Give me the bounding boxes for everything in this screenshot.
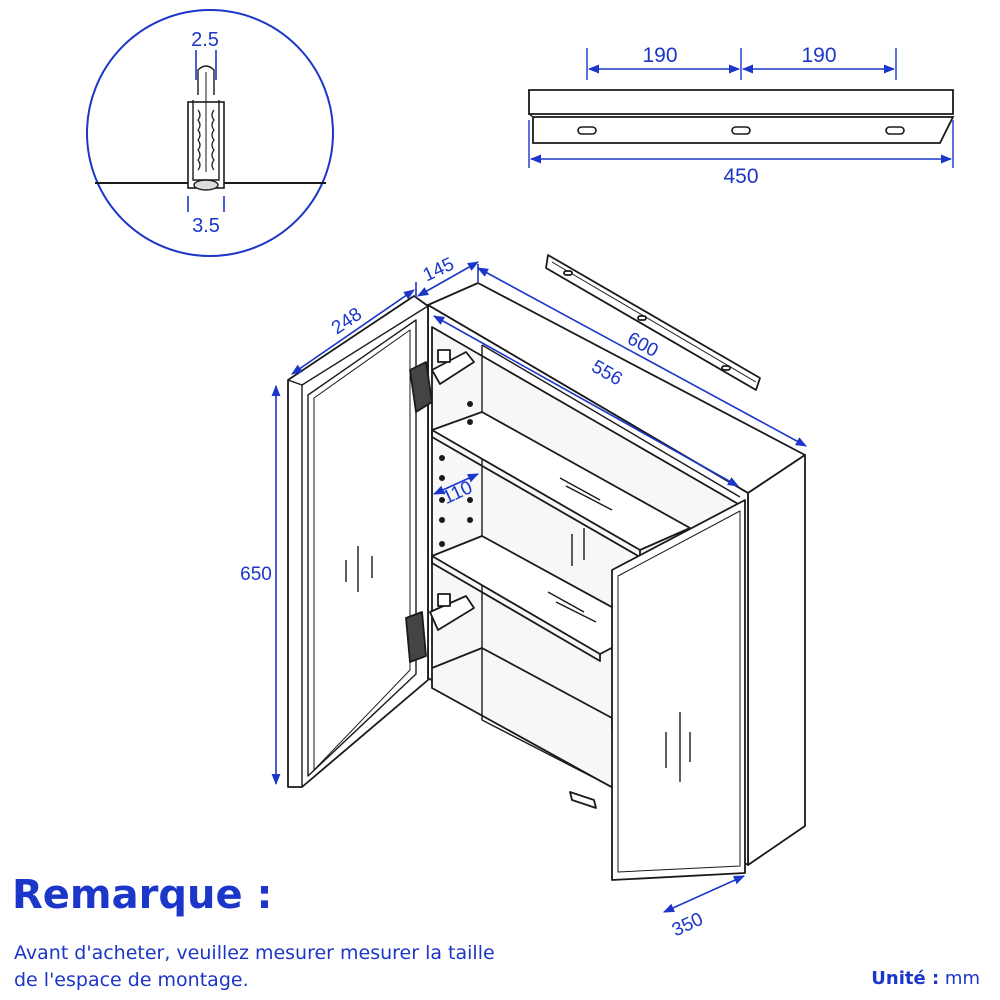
remark-text: Avant d'acheter, veuillez mesurer mesure… — [14, 940, 574, 994]
remark-line-2: de l'espace de montage. — [14, 969, 249, 991]
rail-dimension-left: 190 — [642, 44, 677, 67]
rail-dimension-right: 190 — [801, 44, 836, 67]
detail-bottom-dimension: 3.5 — [192, 215, 220, 237]
depth-dimension: 145 — [420, 254, 458, 286]
wall-plug-detail: 2.5 3.5 — [86, 9, 334, 257]
remark-title: Remarque : — [12, 872, 273, 918]
detail-top-dimension: 2.5 — [191, 29, 219, 51]
rail-dimension-total: 450 — [723, 165, 758, 188]
height-dimension: 650 — [240, 564, 272, 585]
cabinet-dimensions — [271, 261, 807, 913]
remark-line-1: Avant d'acheter, veuillez mesurer mesure… — [14, 942, 495, 964]
unit-note: Unité : mm — [871, 968, 980, 989]
mounting-rail-diagram: 190 190 450 — [528, 44, 955, 188]
total-width-dimension: 600 — [624, 328, 662, 361]
unit-value: mm — [944, 968, 980, 989]
cabinet-drawing — [287, 254, 806, 881]
door-right-dimension: 350 — [669, 909, 707, 941]
hinge-bottom — [405, 593, 475, 663]
unit-label: Unité : — [871, 968, 940, 989]
